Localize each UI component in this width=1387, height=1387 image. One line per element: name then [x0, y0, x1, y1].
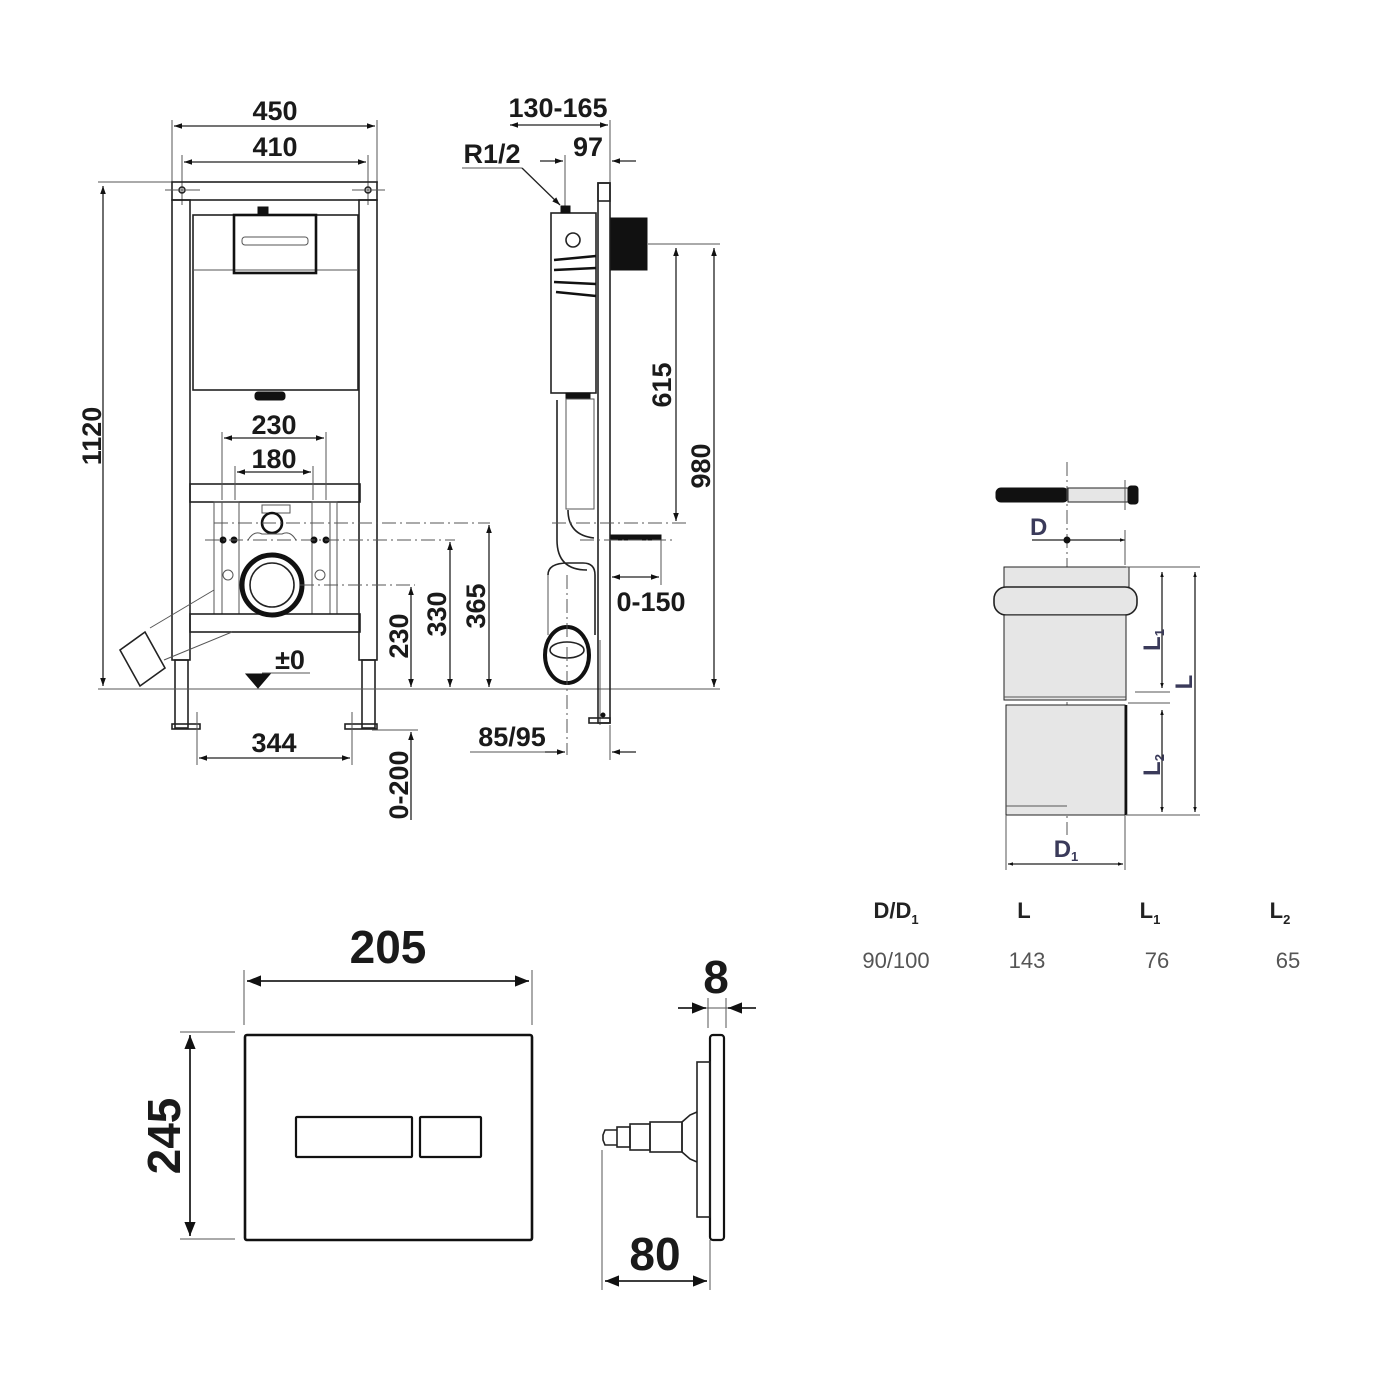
pipe-connector-drawing: D L1 L2 L D1 [993, 462, 1200, 870]
dim-top-height: 980 [686, 443, 716, 488]
dim-wall-offset-range: 0-150 [616, 587, 685, 617]
table-cell: 76 [1145, 948, 1169, 973]
dim-plate-depth: 80 [629, 1228, 680, 1280]
side-view-installation-frame: 130-165 97 R1/2 [462, 93, 720, 760]
dim-button-height: 615 [647, 362, 677, 407]
inlet-thread-label: R1/2 [463, 139, 520, 169]
table-cell: 90/100 [862, 948, 929, 973]
dim-frame-width: 410 [252, 132, 297, 162]
dim-plate-thickness: 8 [703, 951, 729, 1003]
dim-leg-adjustment: 0-200 [384, 750, 414, 819]
dim-plate-width: 205 [350, 921, 427, 973]
front-view-installation-frame: 450 410 [77, 96, 720, 820]
table-cell: 65 [1276, 948, 1300, 973]
svg-text:L1: L1 [1139, 629, 1167, 651]
dim-inlet-offset: 97 [573, 132, 603, 162]
dim-overall-width: 450 [252, 96, 297, 126]
label-d: D [1030, 514, 1047, 541]
dim-plate-height: 245 [138, 1098, 190, 1175]
label-l: L [1171, 675, 1198, 690]
flush-plate-front-view: 205 245 [138, 921, 534, 1242]
label-d1: D1 [1054, 836, 1079, 864]
table-header-l2: L2 [1270, 898, 1291, 927]
flush-plate-side-view: 8 80 [601, 951, 756, 1290]
label-l1: L1 [1139, 629, 1167, 651]
pipe-dimension-table: D/D1 L L1 L2 90/100 143 76 65 [862, 898, 1300, 973]
table-header-l1: L1 [1140, 898, 1161, 927]
dim-feed-height: 230 [384, 613, 414, 658]
svg-text:L2: L2 [1139, 754, 1167, 776]
dim-outlet-height-1: 330 [422, 591, 452, 636]
label-l2: L2 [1139, 754, 1167, 776]
cistern-fittings [553, 254, 597, 298]
table-cell: 143 [1009, 948, 1046, 973]
dim-outlet-height-2: 365 [461, 583, 491, 628]
dim-bolt-spacing-outer: 230 [251, 410, 296, 440]
dim-foot-depth: 85/95 [478, 722, 546, 752]
dim-height: 1120 [77, 407, 107, 466]
dim-depth-range: 130-165 [508, 93, 607, 123]
table-header-d-d1: D/D1 [873, 898, 918, 927]
flush-button-small [418, 1115, 483, 1159]
floor-level-label: ±0 [275, 645, 305, 675]
dim-foot-spacing: 344 [251, 728, 296, 758]
dim-bolt-spacing-inner: 180 [251, 444, 296, 474]
flush-plate-outline [243, 1033, 534, 1242]
flush-button-large [294, 1115, 414, 1159]
table-header-l: L [1017, 898, 1030, 923]
